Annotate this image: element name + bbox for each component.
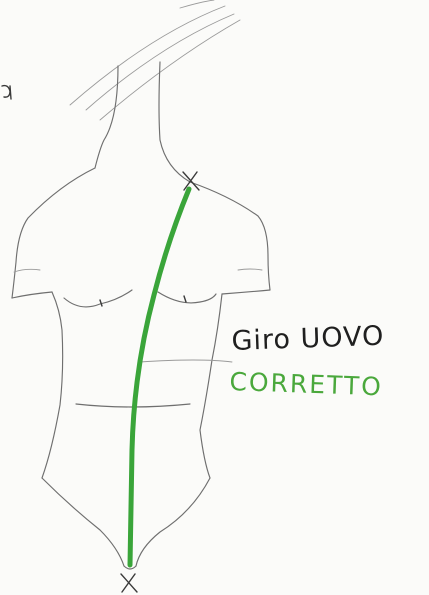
shoulder-x-mark — [183, 172, 199, 190]
cut-off-letter — [2, 86, 11, 99]
neck-outline — [95, 62, 190, 182]
crotch-x-mark — [121, 574, 137, 592]
annotation-giro-uovo: Giro UOVO — [231, 321, 385, 357]
annotation-corretto: CORRETTO — [229, 367, 383, 401]
bust-lines — [64, 290, 216, 307]
bodysuit-bottom — [42, 478, 210, 569]
bust-reference-line — [140, 360, 232, 362]
green-measurement-line — [130, 189, 189, 565]
hanger-strokes — [70, 0, 240, 120]
left-torso-outline — [12, 168, 95, 478]
